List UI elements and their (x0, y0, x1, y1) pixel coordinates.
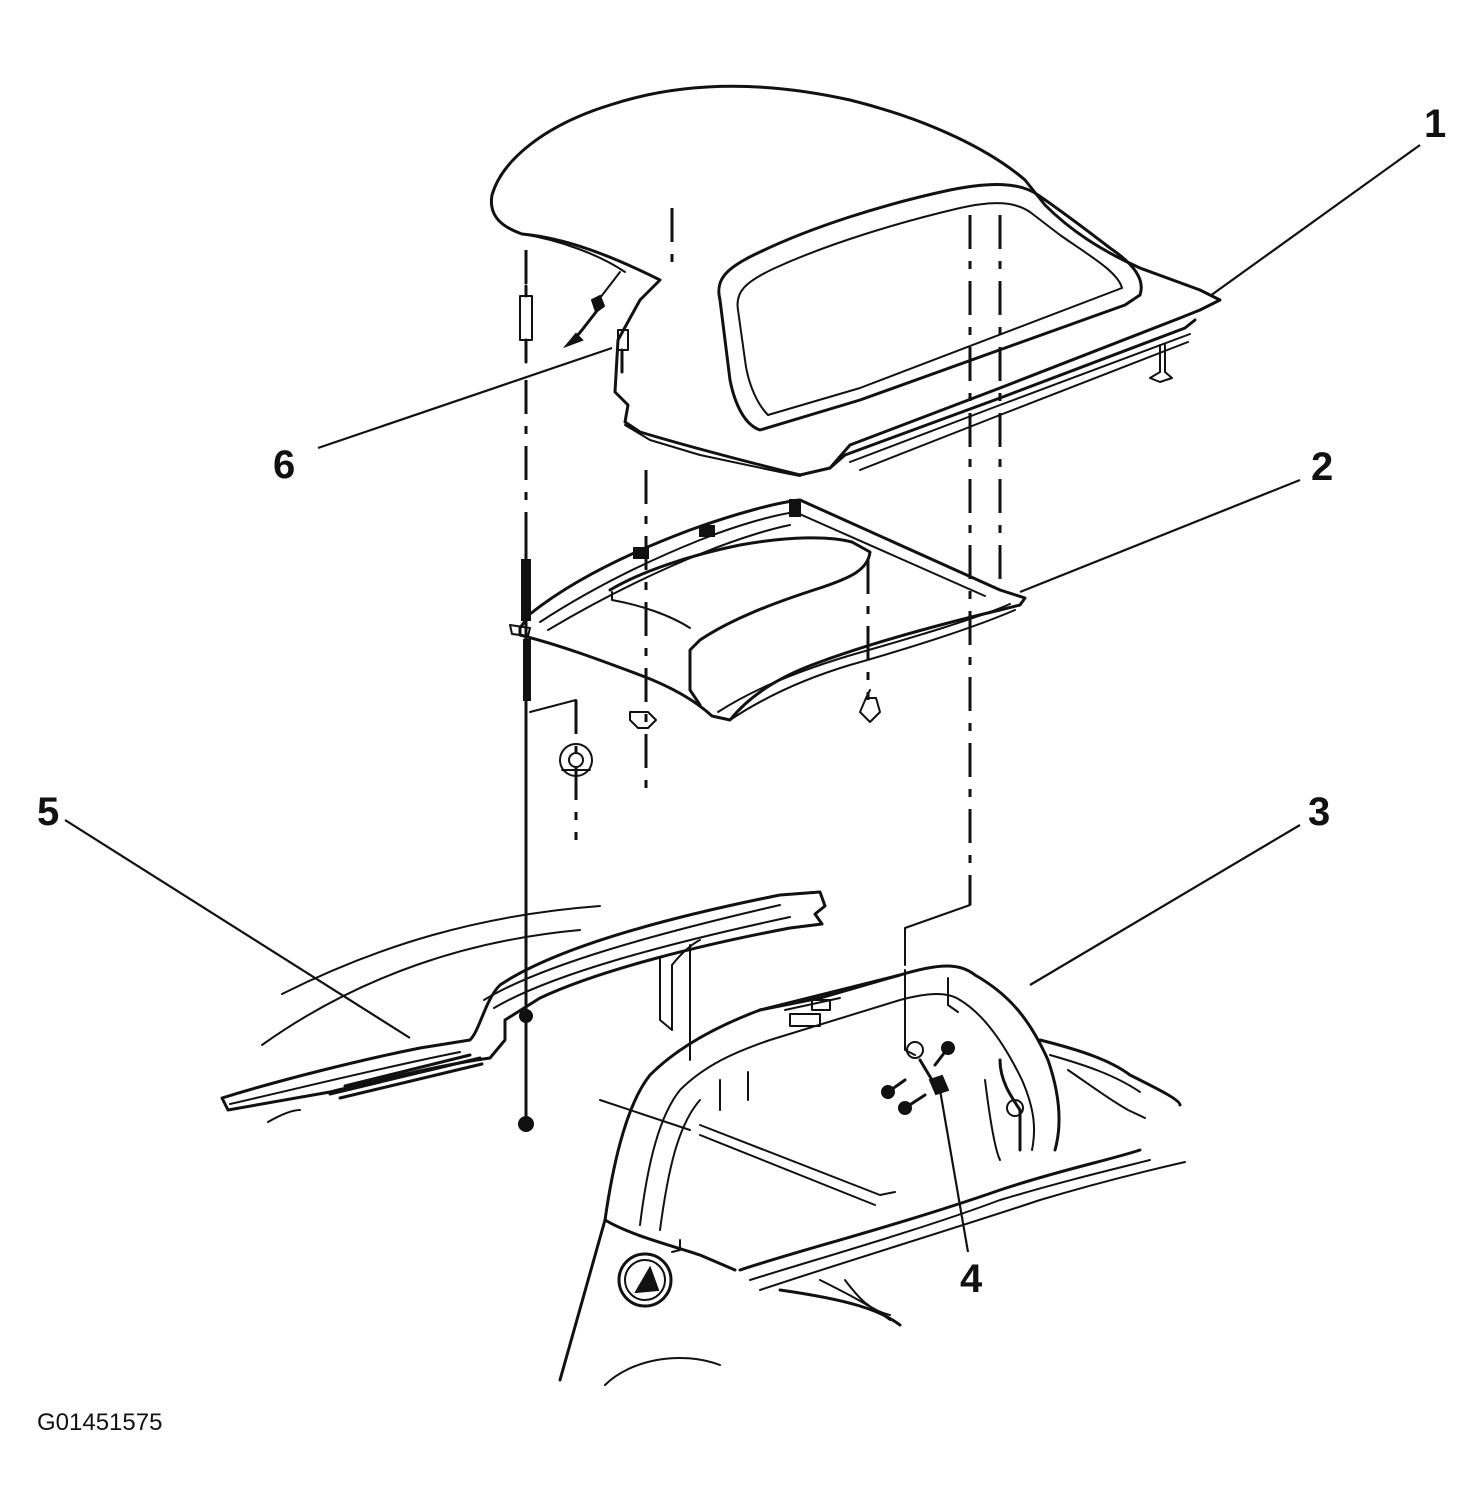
leader-5 (64, 819, 411, 1039)
leader-2 (1019, 478, 1301, 594)
callout-labels: 1 2 3 4 5 6 (37, 102, 1446, 1301)
leader-lines (64, 144, 1421, 1253)
callout-3: 3 (1308, 790, 1330, 834)
retaining-rod (518, 284, 534, 1132)
callout-2: 2 (1311, 445, 1333, 489)
callout-4: 4 (960, 1257, 983, 1301)
leader-4 (938, 1089, 970, 1253)
leader-6 (317, 346, 613, 450)
hard-top-shell (489, 84, 1222, 477)
callout-6: 6 (273, 443, 295, 487)
leader-3 (1029, 824, 1301, 986)
leader-1 (1209, 144, 1421, 297)
vehicle-body (220, 890, 1186, 1386)
headliner-panel (509, 498, 1027, 777)
figure-id: G01451575 (37, 1409, 162, 1436)
callout-1: 1 (1424, 102, 1446, 146)
callout-5: 5 (37, 790, 59, 834)
alignment-lines (524, 208, 1002, 966)
